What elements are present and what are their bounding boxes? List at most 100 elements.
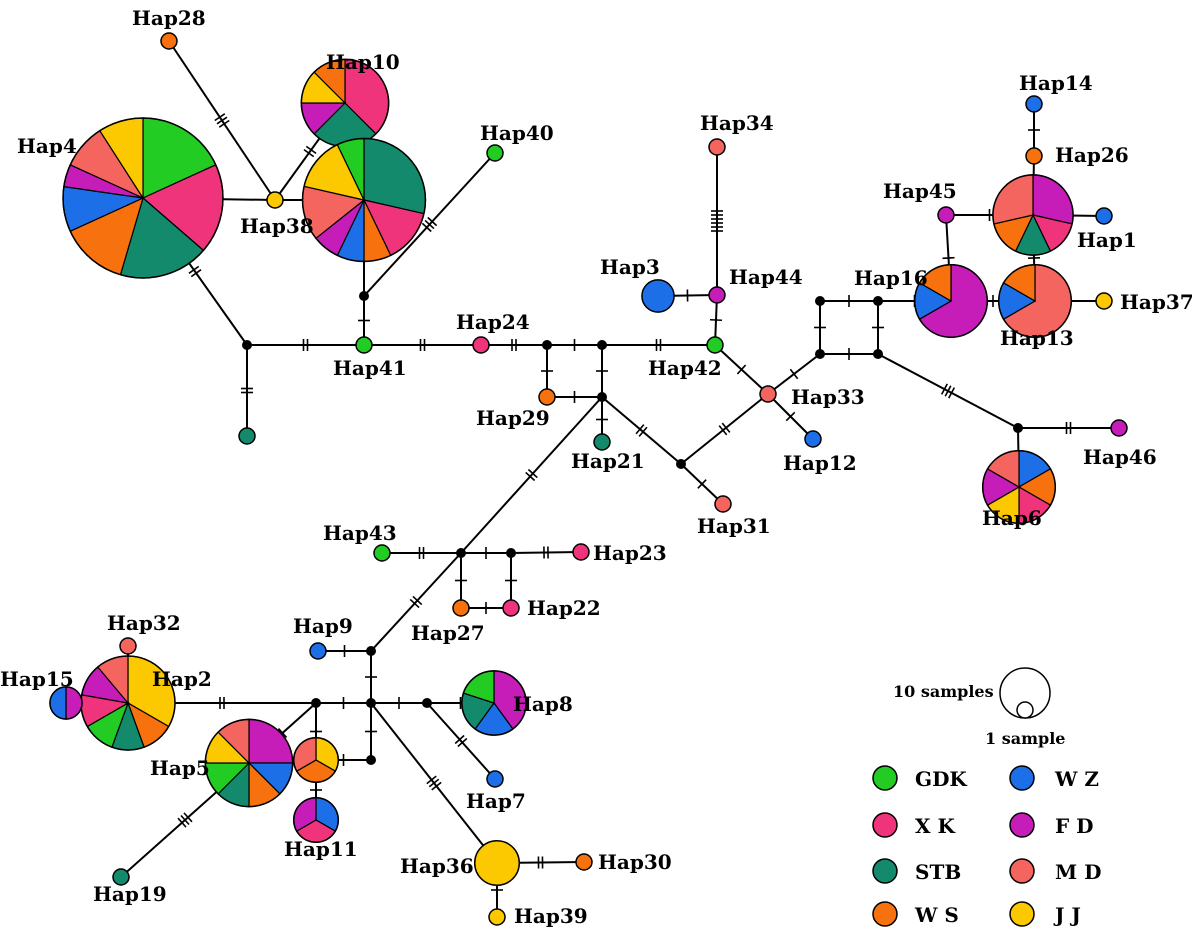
label-hap6: Hap6 bbox=[982, 506, 1042, 530]
pie-slice-fd bbox=[937, 206, 955, 224]
label-hap36: Hap36 bbox=[400, 854, 474, 878]
pie-slice-ws bbox=[452, 599, 470, 617]
label-hap9: Hap9 bbox=[293, 614, 353, 638]
pie-slice-wz bbox=[641, 279, 675, 313]
haplotype-node-hap14 bbox=[1025, 95, 1043, 113]
node-outline bbox=[997, 263, 1073, 339]
haplotype-node-hap39 bbox=[488, 908, 506, 926]
haplotype-node-hap3 bbox=[641, 279, 675, 313]
median-vector bbox=[597, 340, 607, 350]
haplotype-node-hap42 bbox=[706, 336, 724, 354]
haplotype-node-hap_orn bbox=[292, 736, 340, 784]
pie-slice-jj bbox=[266, 191, 284, 209]
haplotype-node-hap6 bbox=[981, 449, 1057, 525]
label-hap14: Hap14 bbox=[1019, 71, 1093, 95]
haplotype-node-hap4 bbox=[62, 117, 224, 279]
pie-slice-ws bbox=[538, 388, 556, 406]
label-hap41: Hap41 bbox=[333, 356, 407, 380]
legend-label-md: M D bbox=[1055, 860, 1101, 884]
haplotype-node-hap44 bbox=[708, 286, 726, 304]
mutation-tick bbox=[527, 468, 538, 479]
median-vector bbox=[873, 349, 883, 359]
legend-label-gdk: GDK bbox=[915, 767, 967, 791]
legend-swatch-wz bbox=[1009, 765, 1035, 791]
median-vector bbox=[366, 646, 376, 656]
median-vector bbox=[1013, 423, 1023, 433]
median-vector bbox=[359, 291, 369, 301]
label-hap24: Hap24 bbox=[456, 310, 530, 334]
label-hap11: Hap11 bbox=[284, 837, 358, 861]
pie-slice-ws bbox=[575, 853, 593, 871]
mutation-tick bbox=[183, 812, 193, 823]
scale-label-1: 1 sample bbox=[985, 729, 1065, 748]
haplotype-node-hap15 bbox=[49, 686, 83, 720]
node-outline bbox=[204, 718, 294, 808]
legend-label-ws: W S bbox=[914, 903, 959, 927]
edge-m11-m13 bbox=[370, 552, 462, 652]
legend-label-fd: F D bbox=[1055, 814, 1094, 838]
median-vector bbox=[366, 698, 376, 708]
mutation-tick bbox=[785, 411, 796, 422]
haplotype-node-hap_fd bbox=[992, 174, 1074, 256]
pie-slice-xk bbox=[472, 336, 490, 354]
median-vector bbox=[815, 349, 825, 359]
legend-swatch-fd bbox=[1009, 812, 1035, 838]
pie-slice-wz bbox=[309, 642, 327, 660]
haplotype-node-hap5 bbox=[204, 718, 294, 808]
label-hap22: Hap22 bbox=[527, 596, 601, 620]
label-hap43: Hap43 bbox=[323, 521, 397, 545]
pie-slice-md bbox=[714, 495, 732, 513]
pie-slice-ws bbox=[1025, 147, 1043, 165]
pie-slice-md bbox=[708, 138, 726, 156]
label-hap26: Hap26 bbox=[1055, 143, 1129, 167]
pie-slice-xk bbox=[502, 599, 520, 617]
mutation-tick bbox=[303, 148, 315, 158]
mutation-tick bbox=[277, 727, 288, 739]
label-hap10: Hap10 bbox=[326, 50, 400, 74]
mutation-tick bbox=[428, 778, 440, 788]
label-hap34: Hap34 bbox=[700, 111, 774, 135]
node-outline bbox=[49, 686, 83, 720]
mutation-tick bbox=[736, 364, 747, 375]
edge-m4-m11 bbox=[460, 396, 603, 554]
pie-slice-fd bbox=[1110, 419, 1128, 437]
label-hap42: Hap42 bbox=[648, 356, 722, 380]
haplotype-node-hap13 bbox=[997, 263, 1073, 339]
label-hap38: Hap38 bbox=[240, 214, 314, 238]
legend-swatch-ws bbox=[872, 901, 898, 927]
edge-m5-Hap33 bbox=[680, 393, 769, 465]
median-vector bbox=[873, 296, 883, 306]
pie-slice-stb bbox=[238, 427, 256, 445]
haplotype-node-hap22 bbox=[502, 599, 520, 617]
edge-m4-m5 bbox=[601, 396, 682, 465]
label-hap3: Hap3 bbox=[600, 255, 660, 279]
pie-slice-ws bbox=[160, 32, 178, 50]
haplotype-node-hap31 bbox=[714, 495, 732, 513]
mutation-tick bbox=[305, 145, 317, 155]
label-hap1: Hap1 bbox=[1077, 228, 1137, 252]
pie-slice-xk bbox=[572, 543, 590, 561]
label-hap2: Hap2 bbox=[152, 667, 212, 691]
haplotype-node-hap2 bbox=[80, 655, 176, 751]
mutation-tick bbox=[638, 426, 648, 437]
scale-label-10: 10 samples bbox=[893, 682, 994, 701]
mutation-tick bbox=[424, 219, 435, 230]
legend-swatch-stb bbox=[872, 858, 898, 884]
mutation-tick bbox=[942, 256, 955, 260]
pie-slice-wz bbox=[1025, 95, 1043, 113]
mutation-tick bbox=[697, 479, 707, 489]
median-vector bbox=[506, 548, 516, 558]
label-hap33: Hap33 bbox=[791, 385, 865, 409]
mutation-tick bbox=[454, 734, 465, 745]
mutation-tick bbox=[944, 385, 952, 397]
label-hap29: Hap29 bbox=[476, 406, 550, 430]
legend-label-jj: J J bbox=[1053, 903, 1081, 927]
haplotype-node-hap36 bbox=[473, 839, 521, 887]
label-hap40: Hap40 bbox=[480, 121, 554, 145]
pie-slice-gdk bbox=[355, 336, 373, 354]
label-hap28: Hap28 bbox=[132, 6, 206, 30]
haplotype-node-hap30 bbox=[575, 853, 593, 871]
node-outline bbox=[981, 449, 1057, 525]
node-outline bbox=[292, 736, 340, 784]
